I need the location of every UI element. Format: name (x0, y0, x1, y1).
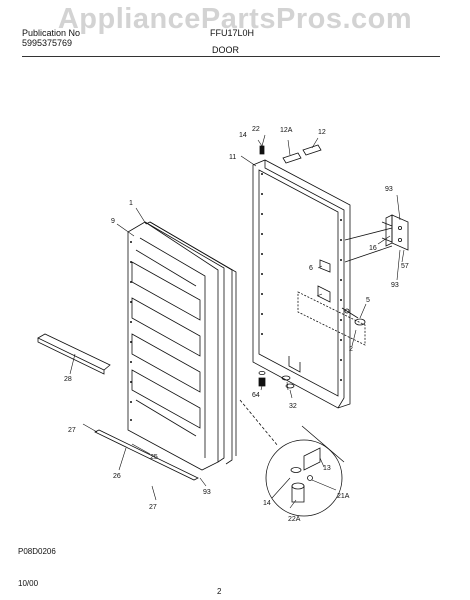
top-hinge-parts (259, 144, 322, 164)
part-label-26: 26 (113, 473, 121, 480)
detail-view (239, 399, 345, 517)
part-label-11: 11 (229, 154, 236, 161)
latch-assembly (297, 259, 366, 346)
part-label-64: 64 (252, 392, 260, 399)
screw-holes (130, 173, 342, 421)
part-label-25: 25 (150, 454, 158, 461)
part-label-12a: 12A (280, 127, 293, 134)
publication-number: 5995375769 (22, 38, 73, 48)
hinge-pins (258, 370, 295, 389)
part-label-28: 28 (64, 376, 72, 383)
part-label-16: 16 (369, 245, 377, 252)
part-label-32: 32 (289, 403, 297, 410)
part-label-22a: 22A (288, 516, 301, 523)
part-label-14-detail: 14 (263, 500, 271, 507)
part-label-27-left: 27 (68, 427, 76, 434)
part-label-13: 13 (323, 465, 331, 472)
part-label-22: 22 (252, 126, 260, 133)
page-number: 2 (217, 587, 222, 596)
watermark: AppliancePartsPros.com (57, 3, 413, 35)
part-label-14-top: 14 (239, 132, 247, 139)
part-label-5: 5 (366, 297, 370, 304)
leader-lines (69, 134, 405, 509)
part-label-21a: 21A (337, 493, 350, 500)
bottom-retainer (94, 429, 199, 481)
part-label-2: 2 (349, 346, 353, 353)
door-liner (127, 221, 225, 471)
model-number: FFU17L0H (210, 28, 255, 38)
publication-label: Publication No (22, 28, 81, 38)
publication-date: 10/00 (18, 579, 39, 588)
part-label-93-bottom: 93 (203, 489, 211, 496)
hinge-bracket (344, 214, 409, 263)
door-gasket (145, 221, 237, 465)
part-label-6: 6 (309, 265, 313, 272)
header-rule (22, 56, 440, 57)
door-outer-panel (252, 159, 351, 409)
part-label-27-bottom: 27 (149, 504, 157, 511)
part-label-9: 9 (111, 218, 115, 225)
part-label-12: 12 (318, 129, 326, 136)
section-title: DOOR (212, 45, 239, 55)
part-label-93-mid: 93 (391, 282, 399, 289)
part-label-57: 57 (401, 263, 409, 270)
part-label-1: 1 (129, 200, 133, 207)
part-label-93-top: 93 (385, 186, 393, 193)
diagram-code: P08D0206 (18, 547, 56, 556)
door-bar (37, 333, 111, 375)
